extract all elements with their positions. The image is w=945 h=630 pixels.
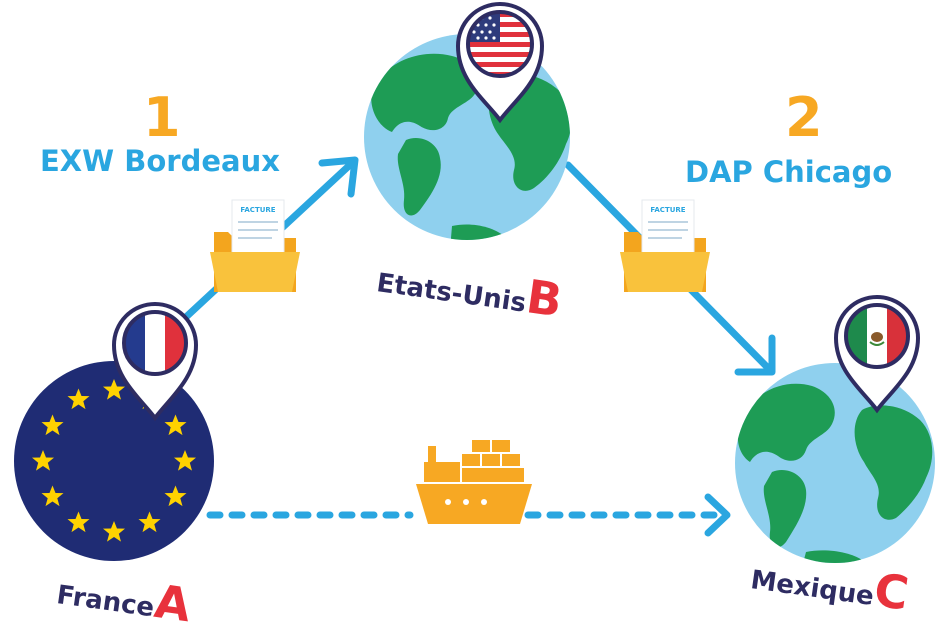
earth-globe-mexico xyxy=(735,363,935,563)
eu-flag-globe xyxy=(14,361,214,561)
step-1-incoterm: EXW Bordeaux xyxy=(40,144,280,178)
usa-flag-pin xyxy=(455,2,545,124)
step-2-number: 2 xyxy=(785,86,823,149)
dotted-shipping-arrow xyxy=(206,493,731,537)
facture-label: FACTURE xyxy=(650,206,685,214)
step-2-incoterm: DAP Chicago xyxy=(685,155,893,189)
invoice-folder-icon: FACTURE xyxy=(620,199,710,292)
invoice-folder-icon: FACTURE xyxy=(210,199,300,292)
country-letter-a: A xyxy=(151,573,195,630)
mexico-flag-pin xyxy=(833,295,921,414)
country-letter-b: B xyxy=(523,269,566,328)
step-1-number: 1 xyxy=(143,86,181,149)
france-flag-pin xyxy=(111,302,199,422)
facture-label: FACTURE xyxy=(240,206,275,214)
earth-globe-usa xyxy=(364,34,570,240)
cargo-ship-icon xyxy=(416,440,532,524)
